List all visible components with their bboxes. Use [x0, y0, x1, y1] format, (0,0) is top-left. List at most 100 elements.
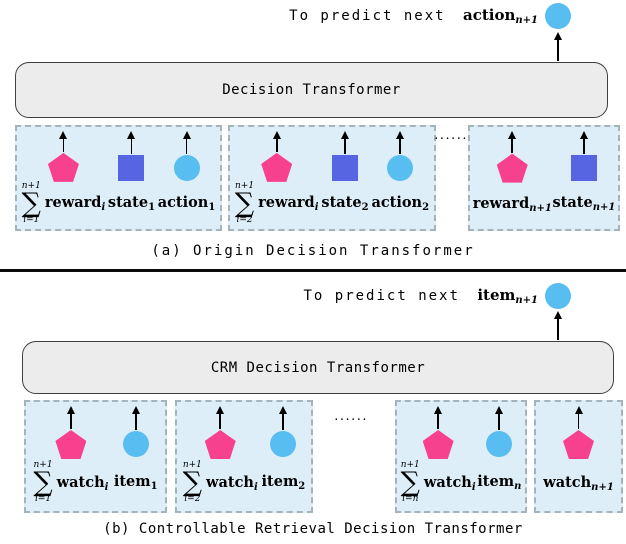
token-label: action2: [371, 181, 429, 226]
token-subscript: n: [514, 480, 522, 492]
predict-word-a: action: [463, 6, 516, 24]
predict-row-b: To predict next itemn+1: [303, 283, 571, 309]
summation-symbol: n+1∑i=2: [234, 180, 255, 226]
crm-decision-transformer-box: CRM Decision Transformer: [22, 341, 614, 394]
caption-b: (b) Controllable Retrieval Decision Tran…: [103, 521, 523, 537]
circle-icon: [387, 154, 414, 181]
pentagon-icon: [55, 430, 87, 460]
token-label: itemn: [477, 457, 521, 507]
sigma-icon: ∑: [21, 187, 41, 219]
predict-row-a: To predict next actionn+1: [289, 3, 571, 29]
decision-transformer-label: Decision Transformer: [222, 82, 401, 98]
token-label: item2: [262, 457, 306, 507]
sigma-icon: ∑: [33, 466, 53, 498]
panel-divider: [0, 269, 626, 272]
circle-icon: [486, 431, 513, 457]
token: action1: [158, 127, 215, 229]
token-word: rewardn+1: [472, 194, 552, 214]
pentagon-icon: [496, 153, 528, 183]
token-label: state2: [321, 181, 368, 226]
sum-upper-limit: n+1: [234, 180, 255, 191]
summation-symbol: n+1∑i=1: [33, 459, 53, 505]
token-label: watchn+1: [543, 459, 614, 507]
token: itemn: [477, 402, 521, 511]
up-arrow-icon: [278, 406, 288, 430]
sum-lower-limit: i=n: [402, 494, 419, 505]
predict-prefix-a: To predict next: [289, 8, 456, 24]
token-subscript: n+1: [529, 202, 552, 214]
token-word: watchn+1: [543, 473, 614, 493]
token-word: staten+1: [552, 193, 616, 213]
token-subscript: 2: [422, 201, 430, 213]
token-subscript: i: [253, 481, 258, 493]
square-icon: [570, 154, 597, 181]
up-arrow-icon-a: [553, 32, 563, 61]
up-arrow-icon: [507, 131, 517, 153]
sum-lower-limit: i=2: [184, 494, 201, 505]
sum-lower-limit: i=1: [23, 215, 40, 226]
token-subscript: n+1: [592, 201, 616, 213]
sum-upper-limit: n+1: [182, 459, 202, 470]
token-subscript: i: [101, 202, 106, 214]
up-arrow-icon: [215, 406, 225, 430]
token: staten+1: [553, 127, 616, 229]
up-arrow-icon: [395, 131, 405, 154]
token-group: watchn+1: [534, 400, 623, 513]
token-subscript: n+1: [591, 481, 614, 493]
token-subscript: 1: [148, 201, 156, 213]
pentagon-icon: [261, 152, 293, 182]
prediction-circle-icon-a: [545, 3, 571, 29]
token-label: item1: [114, 457, 158, 507]
pentagon-icon: [204, 430, 236, 460]
token-word: watchi: [206, 473, 258, 493]
token-word: rewardi: [258, 194, 319, 214]
predict-sub-a: n+1: [515, 15, 538, 26]
summation-symbol: n+1∑i=n: [400, 460, 420, 505]
sum-lower-limit: i=1: [34, 494, 52, 505]
sigma-icon: ∑: [400, 466, 420, 498]
predict-token-b: itemn+1: [477, 286, 538, 306]
up-arrow-icon: [272, 131, 282, 152]
predict-token-a: actionn+1: [463, 6, 538, 26]
ellipsis-b: ......: [333, 410, 368, 423]
up-arrow-icon: [182, 131, 192, 154]
pentagon-icon: [563, 430, 594, 460]
token-word: itemn: [477, 472, 522, 492]
token: item2: [262, 402, 306, 511]
pentagon-icon: [422, 430, 454, 460]
circle-icon: [122, 431, 149, 457]
token-label: staten+1: [553, 181, 616, 226]
circle-icon: [270, 431, 297, 457]
up-arrow-icon-b: [553, 311, 563, 340]
token-subscript: 2: [361, 201, 369, 213]
token: action2: [371, 127, 429, 229]
summation-symbol: n+1∑i=2: [182, 459, 202, 505]
token-subscript: i: [471, 481, 476, 493]
up-arrow-icon: [433, 406, 443, 430]
token-word: rewardi: [44, 194, 106, 214]
summation-symbol: n+1∑i=1: [21, 180, 41, 226]
sum-upper-limit: n+1: [21, 180, 41, 191]
token: state1: [108, 127, 155, 229]
predict-sub-b: n+1: [515, 295, 538, 306]
token-word: state1: [107, 193, 156, 213]
up-arrow-icon: [340, 131, 350, 154]
token-word: action2: [371, 193, 430, 213]
token-subscript: 2: [298, 480, 306, 492]
token: state2: [321, 127, 369, 229]
sum-upper-limit: n+1: [33, 459, 53, 470]
up-arrow-icon: [494, 406, 504, 430]
square-icon: [118, 154, 145, 181]
